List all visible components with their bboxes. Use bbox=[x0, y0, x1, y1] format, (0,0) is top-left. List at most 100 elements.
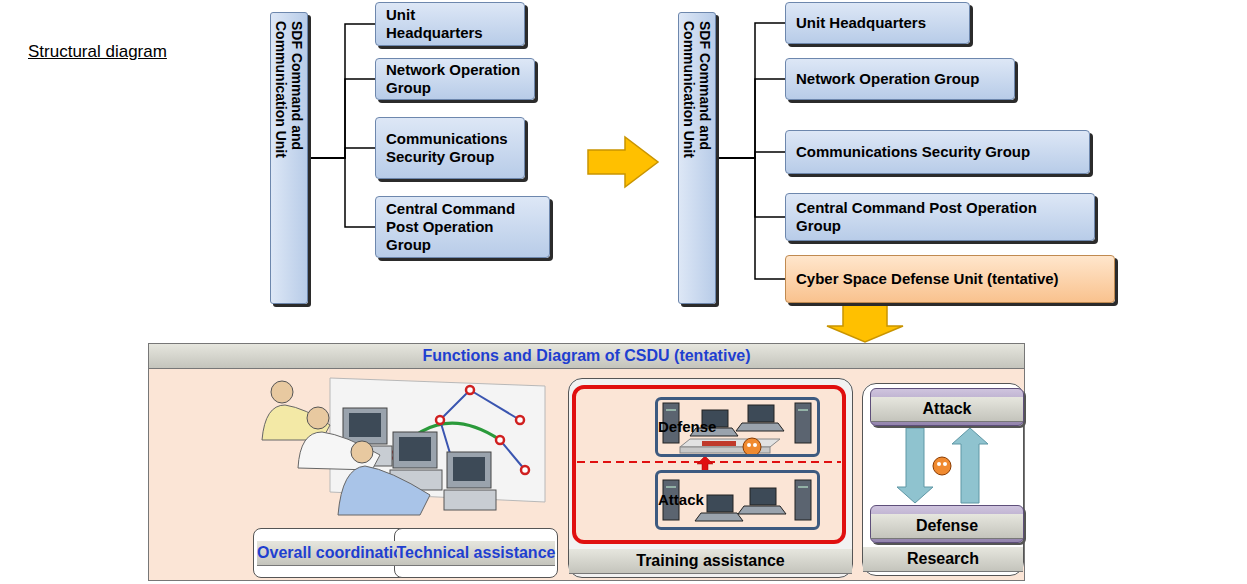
illustration-part bbox=[393, 432, 437, 468]
node-label: Research bbox=[863, 547, 1023, 572]
group-box: Communications Security Group bbox=[785, 130, 1090, 174]
illustration-part bbox=[343, 408, 387, 444]
node-label: Defense bbox=[871, 514, 1023, 539]
illustration-part bbox=[798, 410, 808, 411]
unit-box: SDF Command and Communication Unit bbox=[270, 12, 308, 304]
function-box: Technical assistance bbox=[394, 528, 558, 578]
illustration-part bbox=[271, 381, 293, 403]
illustration-part bbox=[707, 495, 733, 512]
panel-ground bbox=[862, 383, 1024, 576]
server bbox=[795, 403, 811, 443]
unit-box: SDF Command and Communication Unit bbox=[678, 12, 716, 304]
tree-connector bbox=[308, 79, 375, 158]
group-box: Network Operation Group bbox=[785, 58, 1015, 100]
function-panel: Training assistance DefenseAttack bbox=[568, 378, 853, 578]
function-box: Overall coordination bbox=[253, 528, 417, 578]
node-label: SDF Command and Communication Unit bbox=[681, 21, 713, 181]
illustration-part bbox=[466, 386, 474, 394]
panel-ground bbox=[568, 378, 853, 578]
research-box: Defense bbox=[870, 505, 1024, 543]
node-label: Network Operation Group bbox=[796, 70, 979, 88]
illustration-part bbox=[798, 487, 808, 488]
illustration-part bbox=[444, 490, 496, 510]
illustration-part bbox=[743, 438, 761, 456]
node-label: Technical assistance bbox=[397, 541, 556, 566]
function-panel: Research AttackDefense bbox=[862, 383, 1024, 576]
node-label: Overall coordination bbox=[257, 541, 413, 566]
node-label: Unit Headquarters bbox=[386, 6, 514, 42]
group-box: Central Command Post Operation Group bbox=[375, 196, 550, 258]
illustration-part bbox=[680, 439, 780, 447]
illustration-part bbox=[447, 452, 491, 488]
node-label: Central Command Post Operation Group bbox=[386, 200, 539, 254]
tree-connector bbox=[308, 158, 375, 227]
training-range bbox=[574, 387, 844, 542]
illustration-part bbox=[663, 480, 679, 520]
illustration-part bbox=[753, 443, 757, 447]
illustration-part bbox=[663, 403, 679, 443]
illustration-part bbox=[736, 423, 784, 431]
illustration-part bbox=[496, 436, 504, 444]
illustration-part bbox=[702, 441, 736, 446]
illustration-part bbox=[702, 410, 728, 427]
node-label: Network Operation Group bbox=[386, 61, 524, 97]
illustration-part bbox=[750, 488, 776, 505]
laptop bbox=[695, 495, 743, 521]
node-label: Unit Headquarters bbox=[796, 14, 926, 32]
tree-connector bbox=[716, 152, 785, 158]
group-box: Central Command Post Operation Group bbox=[785, 193, 1095, 241]
illustration-part bbox=[349, 413, 381, 437]
group-box: Unit Headquarters bbox=[785, 2, 970, 44]
illustration-part bbox=[666, 487, 676, 488]
illustration-part bbox=[516, 416, 524, 424]
firewall bbox=[680, 439, 780, 453]
operator bbox=[262, 381, 330, 440]
transition-arrow bbox=[588, 137, 658, 187]
virus-icon bbox=[743, 438, 761, 456]
cycle-arrow bbox=[952, 428, 988, 503]
node-label: Attack bbox=[871, 397, 1023, 422]
group-box: Communications Security Group bbox=[375, 117, 525, 179]
illustration-part bbox=[937, 462, 941, 466]
server bbox=[663, 403, 679, 443]
laptop bbox=[690, 410, 738, 436]
node-label: Functions and Diagram of CSDU (tentative… bbox=[149, 344, 1024, 369]
new-unit-box: Cyber Space Defense Unit (tentative) bbox=[785, 255, 1115, 303]
frame-ground bbox=[148, 343, 1025, 581]
illustration-part bbox=[666, 410, 676, 411]
node-label: SDF Command and Communication Unit bbox=[273, 21, 305, 181]
computer bbox=[444, 452, 496, 510]
node-label: Cyber Space Defense Unit (tentative) bbox=[796, 270, 1059, 288]
illustration-part bbox=[748, 405, 774, 422]
illustration-part bbox=[795, 480, 811, 520]
illustration-part bbox=[307, 407, 329, 429]
illustration-part bbox=[338, 466, 430, 515]
operator bbox=[338, 441, 430, 515]
group-box: Network Operation Group bbox=[375, 58, 535, 100]
server bbox=[795, 480, 811, 520]
illustration-part bbox=[436, 416, 444, 424]
illustration-part bbox=[933, 457, 951, 475]
illustration-part bbox=[298, 432, 380, 470]
illustration-part bbox=[399, 437, 431, 461]
block-arrow bbox=[827, 305, 903, 342]
cycle-arrow bbox=[897, 428, 933, 503]
laptop bbox=[736, 405, 784, 431]
node-label: Training assistance bbox=[569, 549, 852, 574]
node-label: Communications Security Group bbox=[796, 143, 1030, 161]
laptop bbox=[738, 488, 786, 514]
tree-connector bbox=[308, 148, 375, 158]
illustration-part bbox=[695, 513, 743, 521]
tree-connector bbox=[716, 158, 785, 279]
illustration-part bbox=[521, 466, 529, 474]
network-zone: Defense bbox=[655, 397, 820, 457]
illustration-part bbox=[738, 506, 786, 514]
illustration-part bbox=[795, 403, 811, 443]
tree-connector bbox=[716, 23, 785, 158]
illustration-part bbox=[351, 441, 373, 463]
illustration-part bbox=[747, 443, 751, 447]
network-zone: Attack bbox=[655, 470, 820, 530]
server bbox=[663, 480, 679, 520]
illustration-part bbox=[453, 457, 485, 481]
